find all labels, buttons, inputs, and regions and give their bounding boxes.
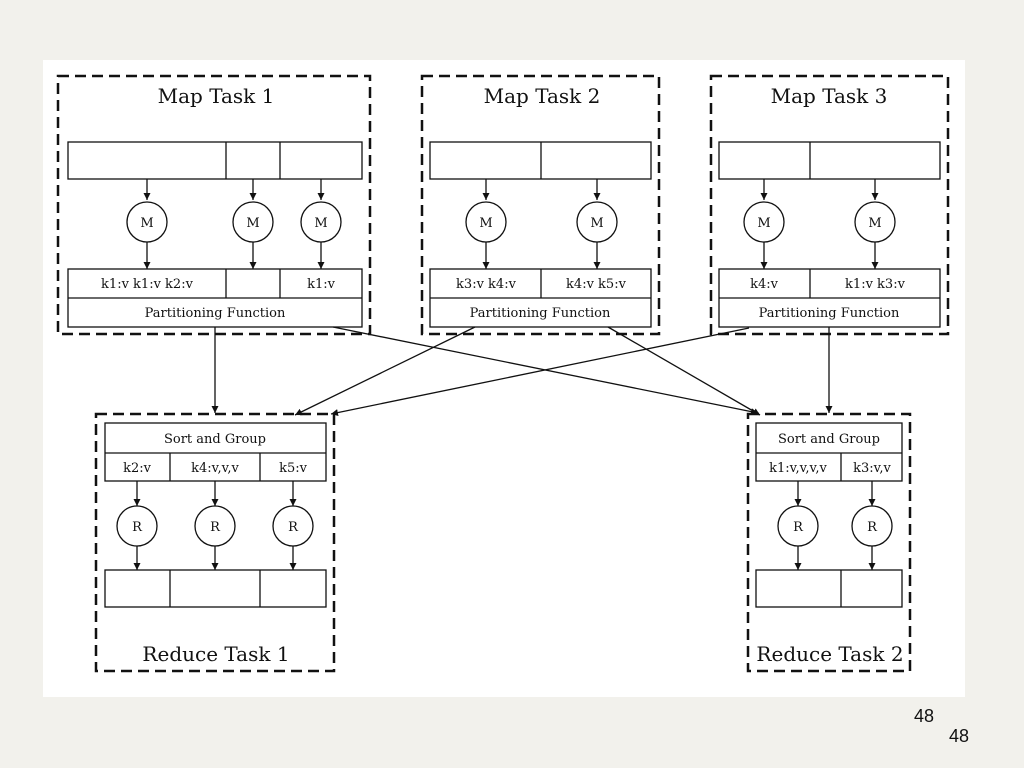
map-task-1-border (56, 74, 372, 336)
reduce-task-1-border (94, 412, 336, 673)
map-output-cell: k3:v k4:v (456, 277, 517, 292)
reduce-task-2-border (746, 412, 912, 673)
map-output-cell: k4:v k5:v (566, 277, 627, 292)
reducer-label: R (867, 520, 878, 535)
sort-and-group-label: Sort and Group (164, 432, 266, 447)
map-task-2: Map Task 2 M M k3:v k4:v k4:v k5:v (420, 74, 661, 336)
group-cell: k5:v (279, 461, 308, 476)
map-task-3-title: Map Task 3 (771, 84, 888, 108)
mapper-label: M (140, 216, 153, 231)
sort-and-group-label: Sort and Group (778, 432, 880, 447)
partitioning-function-label: Partitioning Function (759, 306, 900, 321)
map-task-1-title: Map Task 1 (158, 84, 275, 108)
diagram-panel: Map Task 1 M M M (43, 60, 965, 697)
map-task-3: Map Task 3 M M k4:v k1:v k3:v (709, 74, 950, 336)
map-output-cell: k1:v (307, 277, 336, 292)
map-task-1: Map Task 1 M M M (56, 74, 372, 336)
reducer-label: R (793, 520, 804, 535)
reduce-task-2-output (755, 569, 903, 608)
mapper-label: M (868, 216, 881, 231)
mapper-label: M (757, 216, 770, 231)
map-task-1-input-split (67, 141, 363, 180)
reduce-task-1: Sort and Group k2:v k4:v,v,v k5:v R R R (94, 412, 336, 673)
reducer-label: R (210, 520, 221, 535)
partitioning-function-label: Partitioning Function (470, 306, 611, 321)
group-cell: k4:v,v,v (191, 461, 239, 476)
map-task-3-input-split (718, 141, 941, 180)
group-cell: k1:v,v,v,v (769, 461, 827, 476)
shuffle-arrows (211, 326, 833, 417)
mapper-label: M (590, 216, 603, 231)
reduce-task-2-title: Reduce Task 2 (756, 642, 903, 666)
group-cell: k2:v (123, 461, 152, 476)
partitioning-function-label: Partitioning Function (145, 306, 286, 321)
reduce-task-2-group-box (755, 422, 903, 482)
slide-number-inner: 48 (914, 706, 935, 726)
map-task-3-border (709, 74, 950, 336)
reducer-label: R (288, 520, 299, 535)
map-output-cell: k1:v k3:v (845, 277, 906, 292)
mapper-label: M (314, 216, 327, 231)
reduce-task-1-output (104, 569, 327, 608)
reducer-label: R (132, 520, 143, 535)
reduce-task-1-title: Reduce Task 1 (142, 642, 289, 666)
mapper-label: M (246, 216, 259, 231)
map-task-2-title: Map Task 2 (484, 84, 601, 108)
map-output-cell: k4:v (750, 277, 779, 292)
map-task-2-border (420, 74, 661, 336)
mapreduce-diagram: Map Task 1 M M M (56, 74, 950, 673)
mapper-label: M (479, 216, 492, 231)
slide-number-outer: 48 (949, 726, 970, 746)
group-cell: k3:v,v (853, 461, 891, 476)
map-output-cell: k1:v k1:v k2:v (101, 277, 194, 292)
reduce-task-2: Sort and Group k1:v,v,v,v k3:v,v R R Red… (746, 412, 912, 673)
